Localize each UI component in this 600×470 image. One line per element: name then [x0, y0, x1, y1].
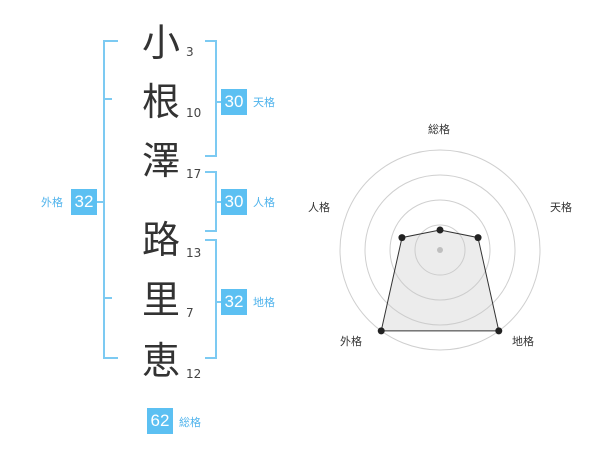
stroke-count-5: 7	[186, 306, 194, 320]
stroke-count-1: 3	[186, 45, 194, 59]
name-char-4: 路	[141, 218, 180, 262]
tenkaku-value-badge: 30	[221, 89, 247, 115]
chikaku-value-badge: 32	[221, 289, 247, 315]
stroke-count-4: 13	[186, 246, 202, 260]
radar-axis-label-chikaku: 地格	[512, 335, 534, 348]
tenkaku-bracket	[205, 40, 217, 157]
radar-point-1	[474, 234, 482, 242]
name-char-2: 根	[141, 80, 180, 124]
gaikaku-bracket	[103, 40, 118, 359]
radar-axis-label-jinkaku: 人格	[308, 201, 330, 214]
radar-point-0	[436, 226, 444, 234]
name-char-3: 澤	[141, 139, 180, 183]
chikaku-label: 地格	[253, 296, 275, 309]
name-char-6: 恵	[141, 339, 180, 383]
jinkaku-label: 人格	[253, 196, 275, 209]
radar-ring-1	[414, 224, 466, 276]
gaikaku-value-badge: 32	[71, 189, 97, 215]
stroke-count-6: 12	[186, 367, 202, 381]
radar-ring-3	[364, 174, 516, 326]
radar-point-3	[377, 327, 385, 335]
soukaku-value-badge: 62	[147, 408, 173, 434]
gaikaku-label: 外格	[41, 196, 63, 209]
radar-value-polygon	[380, 229, 500, 332]
radar-ring-2	[389, 199, 491, 301]
radar-axis-label-gaikaku: 外格	[340, 335, 362, 348]
tenkaku-label: 天格	[253, 96, 275, 109]
stroke-count-2: 10	[186, 106, 202, 120]
chikaku-bracket	[205, 239, 217, 359]
jinkaku-value-badge: 30	[221, 189, 247, 215]
stroke-count-3: 17	[186, 167, 202, 181]
radar-ring-4	[339, 149, 541, 351]
radar-axis-label-soukaku: 総格	[428, 123, 450, 136]
name-char-5: 里	[141, 278, 180, 322]
soukaku-label: 総格	[179, 416, 201, 429]
name-char-1: 小	[141, 21, 180, 65]
radar-center	[437, 247, 443, 253]
radar-axis-label-tenkaku: 天格	[550, 201, 572, 214]
radar-point-2	[495, 327, 503, 335]
radar-point-4	[398, 234, 406, 242]
